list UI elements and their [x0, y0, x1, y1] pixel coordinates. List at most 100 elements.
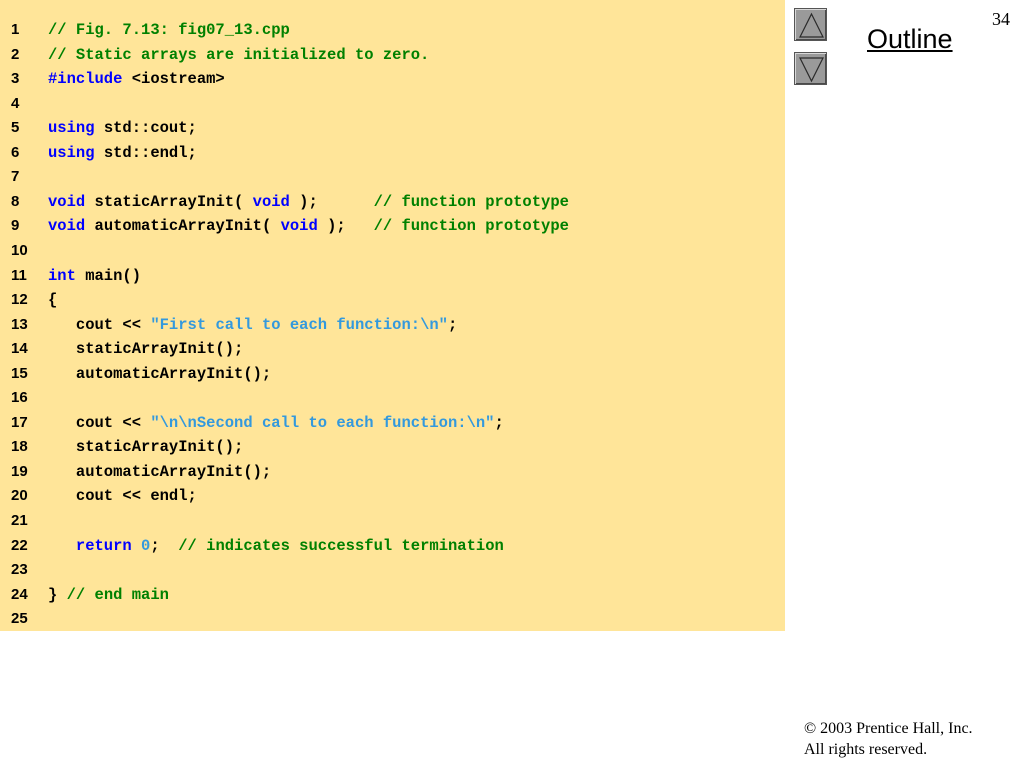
code-token-keyword: int	[48, 266, 76, 285]
line-number: 5	[11, 119, 20, 137]
code-text: #include <iostream>	[48, 67, 225, 91]
code-token-plain: std::endl;	[94, 143, 197, 162]
code-token-plain: );	[317, 217, 374, 236]
code-token-keyword: void	[252, 192, 290, 211]
code-token-string: "First call to each function:\n"	[150, 315, 448, 334]
code-line: 18 staticArrayInit();	[0, 435, 785, 459]
code-token-plain: automaticArrayInit(	[85, 217, 281, 236]
line-number: 2	[11, 45, 20, 63]
code-text: using std::endl;	[48, 141, 197, 165]
code-line: 20 cout << endl;	[0, 484, 785, 508]
code-token-plain: main()	[75, 266, 142, 285]
line-number: 1	[11, 21, 20, 38]
code-text: cout << "First call to each function:\n"…	[48, 313, 457, 337]
code-token-plain: cout << endl;	[48, 487, 197, 506]
code-token-keyword: return	[75, 536, 132, 555]
code-token-keyword: void	[48, 192, 86, 211]
code-text: staticArrayInit();	[48, 435, 243, 459]
line-number: 7	[11, 168, 20, 186]
code-text: // Static arrays are initialized to zero…	[48, 43, 429, 67]
code-token-plain: ;	[447, 315, 458, 334]
code-token-keyword: void	[280, 217, 318, 236]
code-line: 12{	[0, 288, 785, 312]
line-number: 15	[11, 364, 28, 382]
code-token-plain: cout <<	[48, 413, 151, 432]
next-slide-button[interactable]	[794, 52, 827, 85]
line-number: 23	[11, 561, 28, 579]
code-token-comment: // Static arrays are initialized to zero…	[48, 45, 430, 64]
code-token-comment: // Fig. 7.13: fig07_13.cpp	[48, 21, 290, 39]
code-text: void staticArrayInit( void ); // functio…	[48, 190, 569, 214]
code-text: automaticArrayInit();	[48, 460, 271, 484]
code-token-plain: staticArrayInit();	[48, 340, 244, 359]
code-token-plain: ;	[150, 536, 179, 555]
code-line: 7	[0, 165, 785, 189]
page-number: 34	[992, 9, 1010, 29]
code-token-number: 0	[141, 536, 151, 555]
code-token-string: "\n\nSecond call to each function:\n"	[150, 413, 495, 432]
triangle-down-icon	[799, 57, 824, 83]
code-text: {	[48, 288, 57, 312]
code-token-keyword: using	[48, 119, 95, 138]
code-text: cout << "\n\nSecond call to each functio…	[48, 411, 504, 435]
line-number: 17	[11, 413, 28, 431]
code-token-keyword: void	[48, 217, 86, 236]
code-line: 22 return 0; // indicates successful ter…	[0, 534, 785, 558]
line-number: 14	[11, 340, 28, 358]
code-token-plain: staticArrayInit();	[48, 438, 244, 457]
code-line: 13 cout << "First call to each function:…	[0, 313, 785, 337]
code-line: 19 automaticArrayInit();	[0, 460, 785, 484]
code-line: 16	[0, 386, 785, 410]
line-number: 24	[11, 585, 28, 603]
code-text: } // end main	[48, 583, 169, 607]
code-token-plain: );	[289, 192, 374, 211]
code-line: 6 using std::endl;	[0, 141, 785, 165]
code-text: return 0; // indicates successful termin…	[48, 534, 504, 558]
line-number: 4	[11, 94, 20, 112]
code-line: 25	[0, 607, 785, 631]
code-token-plain: cout <<	[48, 315, 151, 334]
line-number: 20	[11, 487, 28, 505]
line-number: 19	[11, 462, 28, 480]
code-line: 10	[0, 239, 785, 263]
code-line: 17 cout << "\n\nSecond call to each func…	[0, 411, 785, 435]
code-token-plain: std::cout;	[94, 119, 197, 138]
triangle-up-icon	[799, 12, 824, 38]
code-line: 3#include <iostream>	[0, 67, 785, 91]
code-token-plain	[132, 537, 141, 555]
code-token-plain: <iostream>	[122, 70, 225, 89]
code-line: 24} // end main	[0, 583, 785, 607]
code-line: 21	[0, 509, 785, 533]
code-line: 15 automaticArrayInit();	[0, 362, 785, 386]
code-token-plain: ;	[494, 413, 504, 432]
rights-line: All rights reserved.	[804, 741, 928, 758]
line-number: 9	[11, 217, 20, 235]
outline-link[interactable]: Outline	[867, 24, 953, 54]
code-token-keyword: #include	[48, 70, 123, 89]
code-line: 5 using std::cout;	[0, 116, 785, 140]
code-token-keyword: using	[48, 143, 95, 162]
code-token-plain: {	[48, 291, 58, 310]
code-text: void automaticArrayInit( void ); // func…	[48, 214, 569, 238]
previous-slide-button[interactable]	[794, 8, 827, 41]
code-line: 11 int main()	[0, 264, 785, 288]
line-number: 18	[11, 438, 28, 456]
code-text: staticArrayInit();	[48, 337, 243, 361]
code-token-comment: // function prototype	[373, 217, 569, 236]
code-text: automaticArrayInit();	[48, 362, 271, 386]
line-number: 22	[11, 536, 28, 554]
code-line: 4	[0, 92, 785, 116]
line-number: 6	[11, 143, 20, 161]
line-number: 11	[11, 266, 27, 284]
line-number: 13	[11, 315, 28, 333]
code-token-comment: // end main	[66, 585, 169, 604]
code-token-plain: automaticArrayInit();	[48, 364, 272, 383]
code-line: 1 // Fig. 7.13: fig07_13.cpp	[0, 18, 785, 42]
code-listing: 1 // Fig. 7.13: fig07_13.cpp 2 // Static ar…	[0, 0, 785, 631]
code-token-comment: // indicates successful termination	[178, 536, 504, 555]
line-number: 8	[11, 192, 20, 210]
code-token-plain: }	[48, 585, 67, 604]
code-token-comment: // function prototype	[373, 192, 569, 211]
code-text: int main()	[48, 264, 141, 288]
line-number: 16	[11, 389, 28, 407]
